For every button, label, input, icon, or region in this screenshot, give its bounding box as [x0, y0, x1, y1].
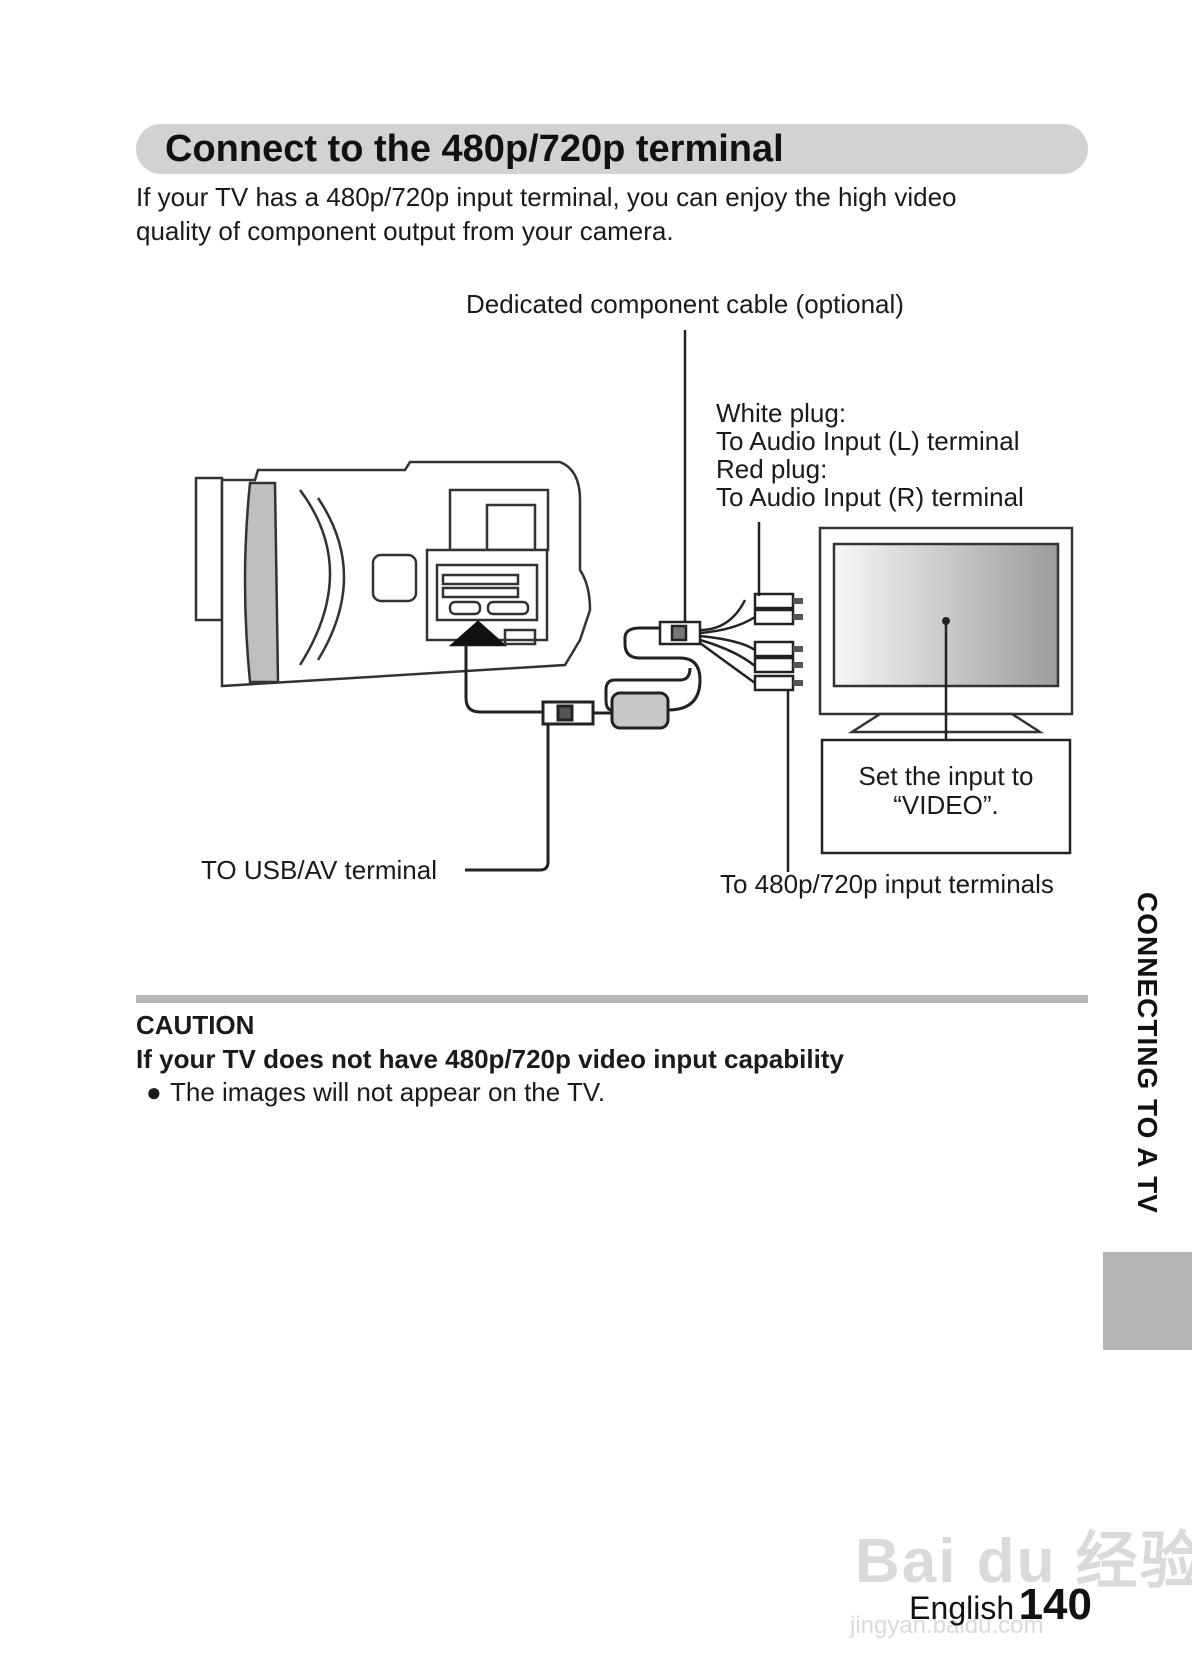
usb-cable	[464, 626, 702, 872]
caution-bullet-item: ● The images will not appear on the TV.	[146, 1075, 605, 1109]
intro-line-2: quality of component output from your ca…	[136, 216, 674, 246]
camera-illustration	[194, 460, 592, 688]
watermark-url: jingyan.baidu.com	[850, 1612, 1044, 1639]
white-plug-title: White plug:	[716, 398, 846, 428]
red-plug-title: Red plug:	[716, 454, 827, 484]
page-footer: English 140	[909, 1580, 1092, 1630]
watermark-logo: Bai du 经验	[855, 1527, 1192, 1596]
section-title: Connect to the 480p/720p terminal	[165, 128, 784, 170]
component-plugs	[658, 592, 803, 692]
caution-bullet-text: The images will not appear on the TV.	[170, 1077, 606, 1107]
caution-divider	[136, 995, 1088, 1003]
tv-callout-line-2: “VIDEO”.	[893, 790, 998, 820]
usb-terminal-label: TO USB/AV terminal	[201, 855, 437, 885]
tv-callout-line-1: Set the input to	[859, 761, 1034, 791]
white-plug-desc: To Audio Input (L) terminal	[716, 426, 1020, 456]
page-number: 140	[1018, 1580, 1092, 1629]
red-plug-desc: To Audio Input (R) terminal	[716, 482, 1024, 512]
connection-diagram: Dedicated component cable (optional) Whi…	[194, 289, 1074, 899]
intro-line-1: If your TV has a 480p/720p input termina…	[136, 182, 957, 212]
bullet-icon: ●	[146, 1077, 162, 1107]
section-title-bar	[136, 124, 1088, 174]
tv-callout-box	[820, 738, 1072, 855]
input-terminals-label: To 480p/720p input terminals	[720, 869, 1054, 899]
side-section-label: CONNECTING TO A TV	[1132, 892, 1163, 1214]
footer-language: English	[909, 1590, 1015, 1626]
cable-label: Dedicated component cable (optional)	[466, 289, 904, 319]
side-thumb-tab	[1103, 1252, 1192, 1350]
intro-paragraph: If your TV has a 480p/720p input termina…	[136, 180, 1076, 248]
leader-lines	[683, 330, 948, 872]
caution-heading: CAUTION	[136, 1010, 255, 1040]
caution-subheading: If your TV does not have 480p/720p video…	[136, 1044, 844, 1074]
